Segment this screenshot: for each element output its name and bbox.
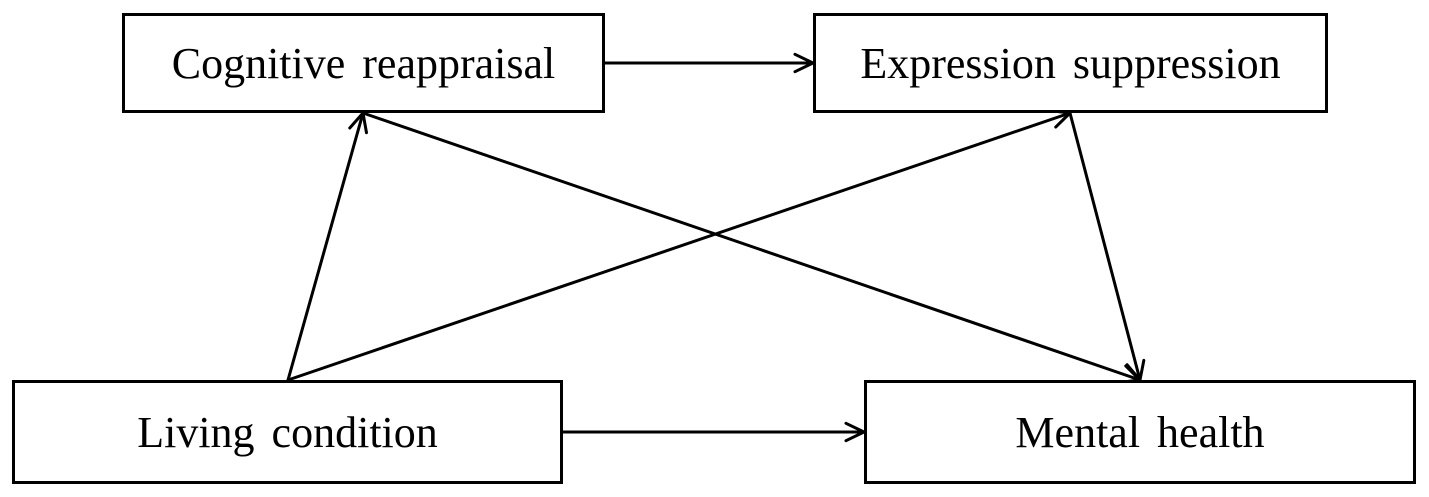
arrow-shaft (361, 111, 1142, 382)
cognitive-reappraisal-box: Cognitive reappraisal (122, 13, 605, 113)
arrow-living-condition-to-mental-health (561, 421, 866, 443)
expression-suppression-label: Expression suppression (860, 38, 1281, 88)
arrow-living-condition-to-expression-suppression (286, 109, 1072, 382)
arrow-cognitive-reappraisal-to-expression-suppression (603, 52, 815, 74)
living-condition-box: Living condition (12, 380, 563, 484)
cognitive-reappraisal-label: Cognitive reappraisal (171, 38, 556, 88)
arrow-cognitive-reappraisal-to-mental-health (361, 111, 1142, 384)
edges-layer (286, 52, 1146, 443)
arrow-shaft (1068, 111, 1142, 382)
living-condition-label: Living condition (137, 407, 438, 457)
expression-suppression-box: Expression suppression (813, 13, 1328, 113)
arrow-expression-suppression-to-mental-health (1068, 111, 1146, 382)
arrow-shaft (286, 111, 1072, 382)
mental-health-label: Mental health (1015, 407, 1265, 457)
arrow-shaft (286, 111, 365, 382)
mental-health-box: Mental health (864, 380, 1416, 484)
arrow-living-condition-to-cognitive-reappraisal (286, 111, 368, 382)
